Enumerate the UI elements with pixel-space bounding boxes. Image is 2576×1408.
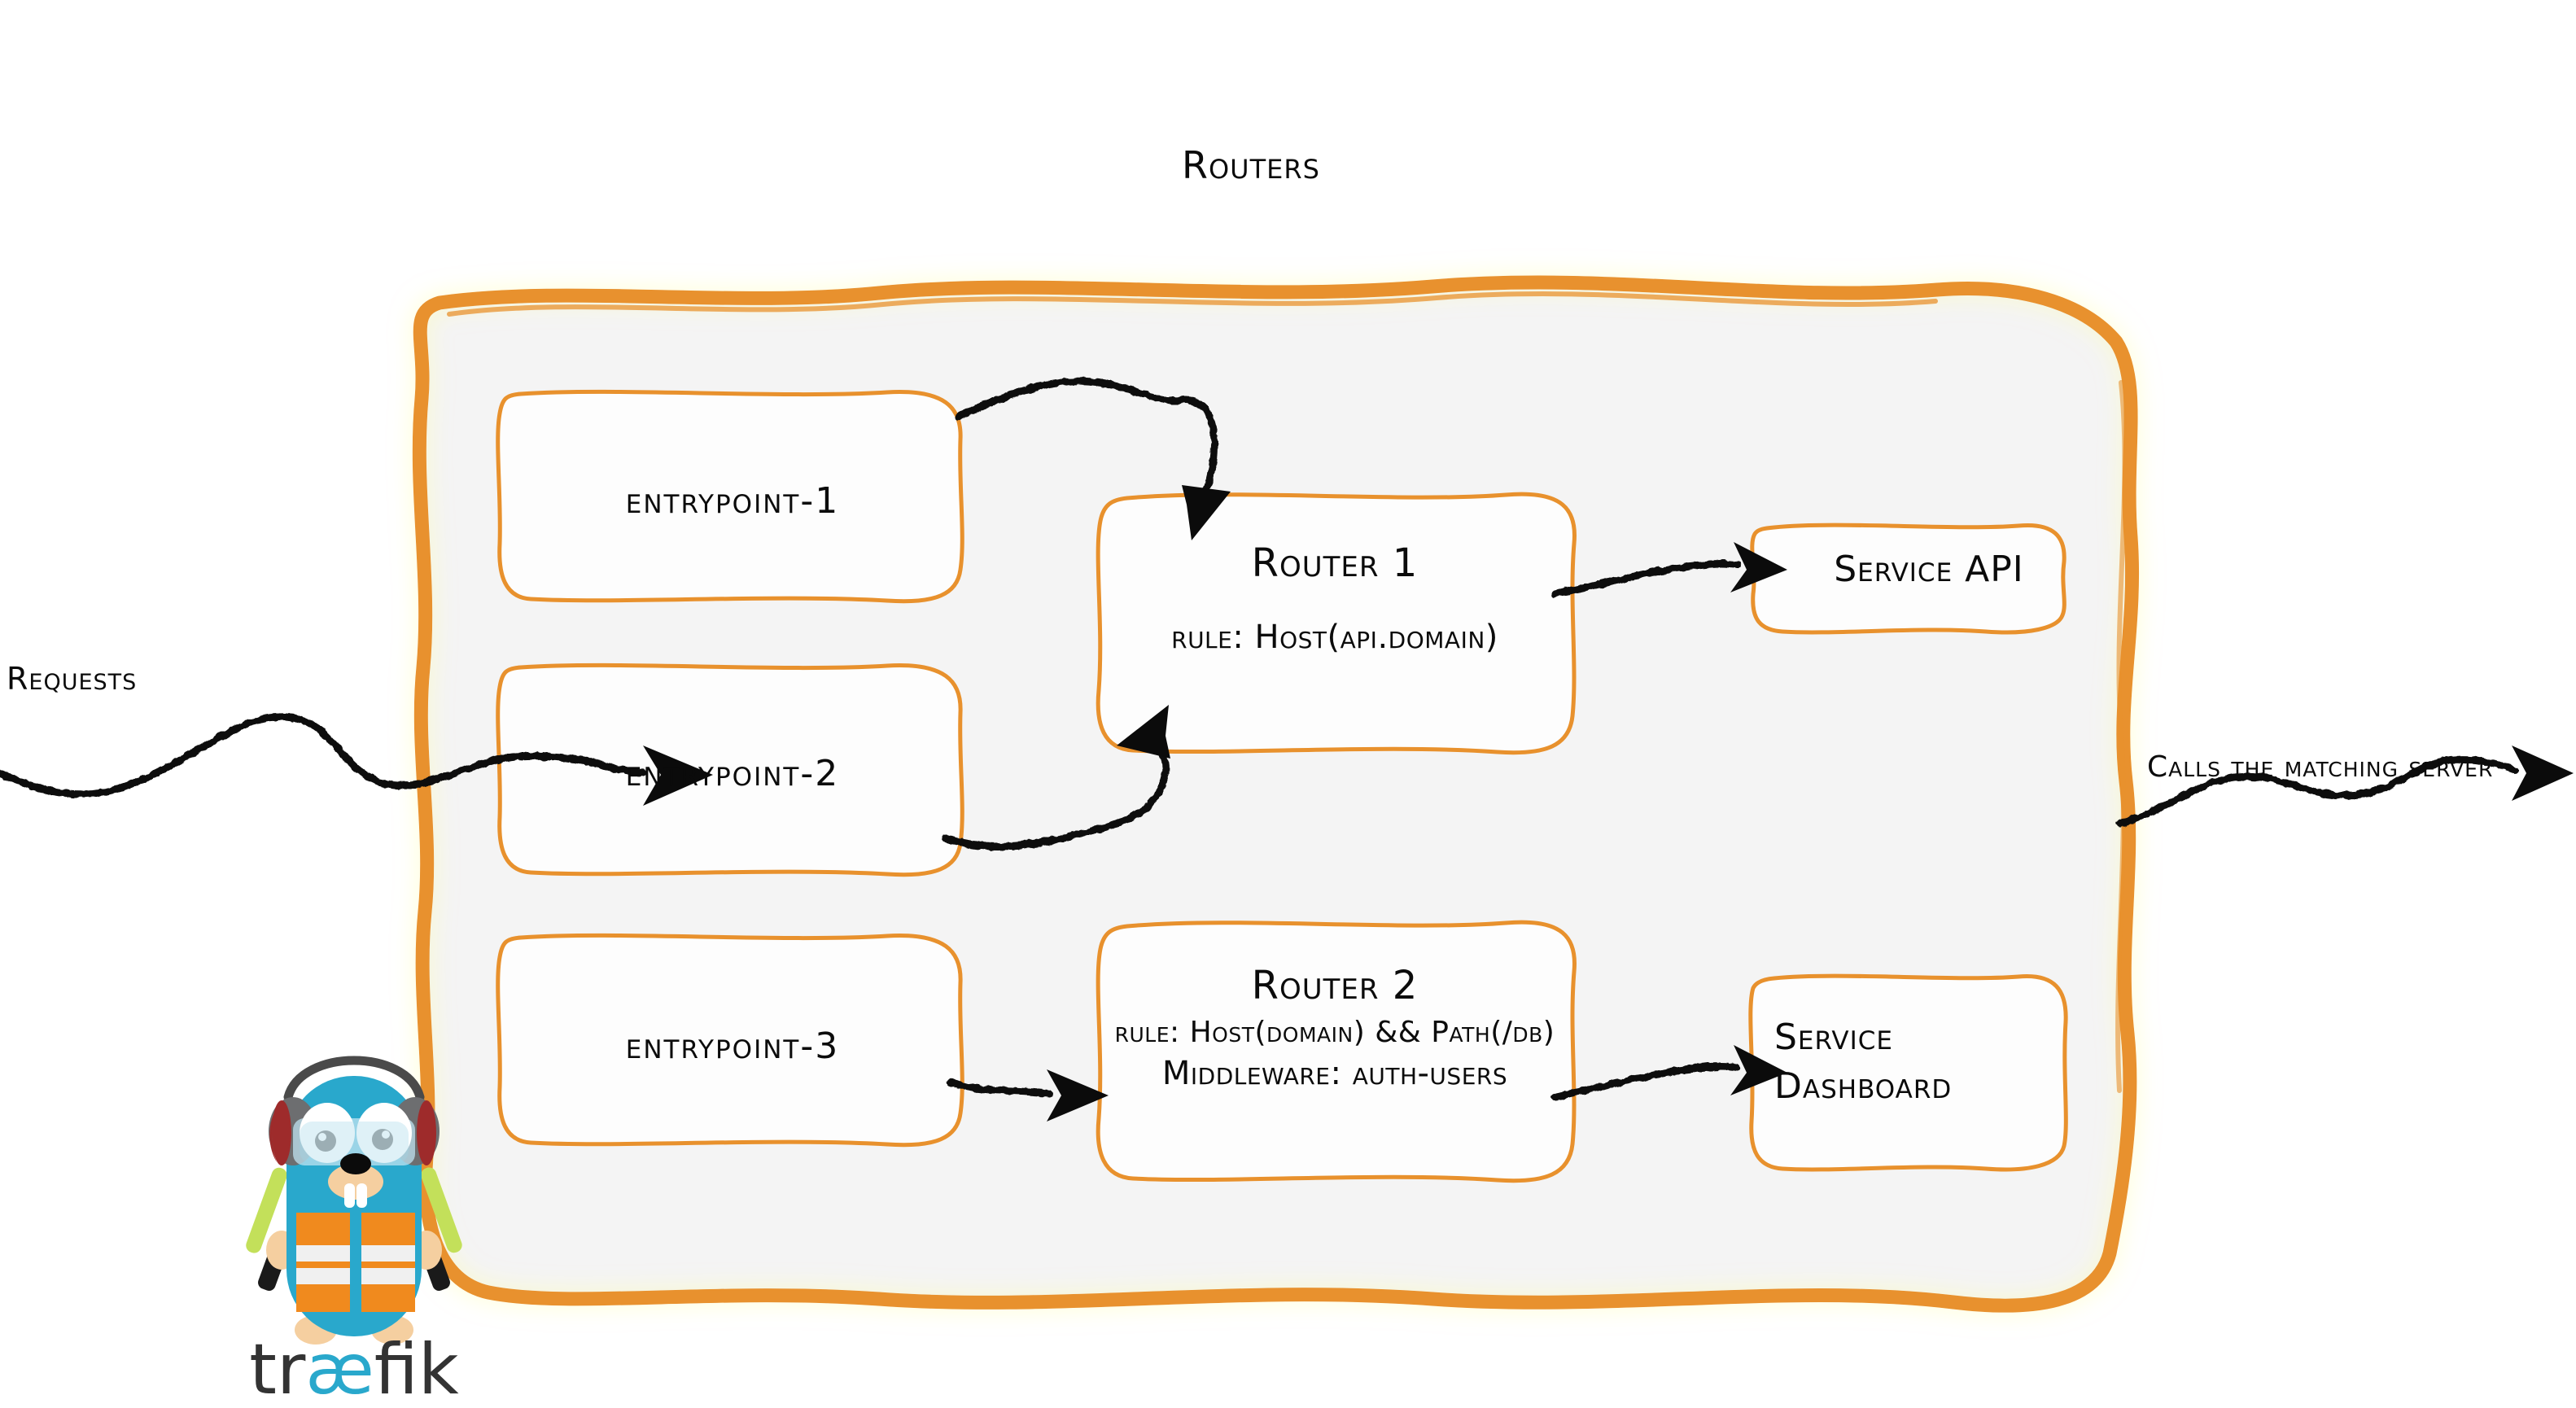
router1-to-service-api-path (1550, 560, 1741, 598)
entrypoint-2-label: entrypoint-2 (625, 752, 840, 794)
entrypoint-1[interactable]: entrypoint-1 (513, 456, 952, 545)
arrow-heads (643, 485, 2574, 1122)
svg-text:træfik: træfik (249, 1329, 459, 1408)
router-box-1 (1096, 492, 1577, 755)
router2-to-service-dashboard-path (1550, 1063, 1741, 1101)
entrypoint-box-2 (496, 662, 964, 877)
entrypoint-3[interactable]: entrypoint-3 (513, 1001, 952, 1091)
gopher-muzzle (328, 1164, 383, 1200)
calls-server-arrow-path (2115, 755, 2519, 828)
router-2-name: Router 2 (1251, 963, 1419, 1009)
entrypoint-2[interactable]: entrypoint-2 (513, 728, 952, 818)
router-2-rule: rule: Host(domain) && Path(/db) (1114, 1016, 1555, 1050)
goggles-lens (300, 1122, 409, 1164)
service-dashboard-label-line2: Dashboard (1774, 1065, 1953, 1107)
entrypoint3-to-router2-path (947, 1078, 1054, 1098)
gopher-eye-right (356, 1103, 412, 1163)
page-title: Routers (1182, 143, 1320, 187)
router-1-name: Router 1 (1251, 540, 1419, 586)
marshalling-wand-right (421, 1167, 462, 1291)
entrypoint-1-label: entrypoint-1 (625, 479, 840, 522)
wordmark-prefix: tr (249, 1329, 306, 1408)
service-api[interactable]: Service API (1782, 529, 2075, 610)
entrypoint1-to-router1-path (955, 377, 1218, 492)
service-api-label: Service API (1834, 549, 2024, 591)
entrypoint-3-label: entrypoint-3 (625, 1025, 840, 1067)
gopher-nose (340, 1153, 371, 1174)
safety-vest (296, 1213, 415, 1312)
wordmark-suffix: fik (374, 1329, 459, 1408)
traefik-wordmark: træfik (249, 1329, 459, 1408)
router-2[interactable]: Router 2 rule: Host(domain) && Path(/db)… (1107, 936, 1563, 1123)
traefik-logo: træfik (236, 1043, 472, 1408)
gopher-tooth-right (356, 1183, 367, 1208)
service-dashboard[interactable]: Service Dashboard (1774, 989, 2084, 1135)
router-1[interactable]: Router 1 rule: Host(api.domain) (1107, 505, 1563, 692)
calls-matching-server-label: Calls the matching server (2147, 750, 2494, 784)
requests-label: Requests (7, 661, 138, 697)
entrypoint-box-1 (496, 389, 964, 604)
gopher-tooth-left (344, 1183, 355, 1208)
service-dashboard-label-line1: Service (1774, 1017, 1893, 1059)
router-2-middleware: Middleware: auth-users (1161, 1055, 1508, 1093)
marshalling-wand-left (246, 1167, 287, 1291)
traefik-gopher-icon: træfik (246, 1056, 462, 1408)
entrypoint-box-3 (496, 933, 964, 1148)
gopher-eye-left (300, 1103, 355, 1163)
entrypoint2-to-router1-path (942, 738, 1170, 850)
router-box-2 (1096, 920, 1577, 1183)
wordmark-ligature: æ (305, 1329, 374, 1408)
router-1-rule: rule: Host(api.domain) (1171, 619, 1498, 656)
requests-arrow-path (0, 713, 647, 798)
headset-band (283, 1056, 425, 1102)
